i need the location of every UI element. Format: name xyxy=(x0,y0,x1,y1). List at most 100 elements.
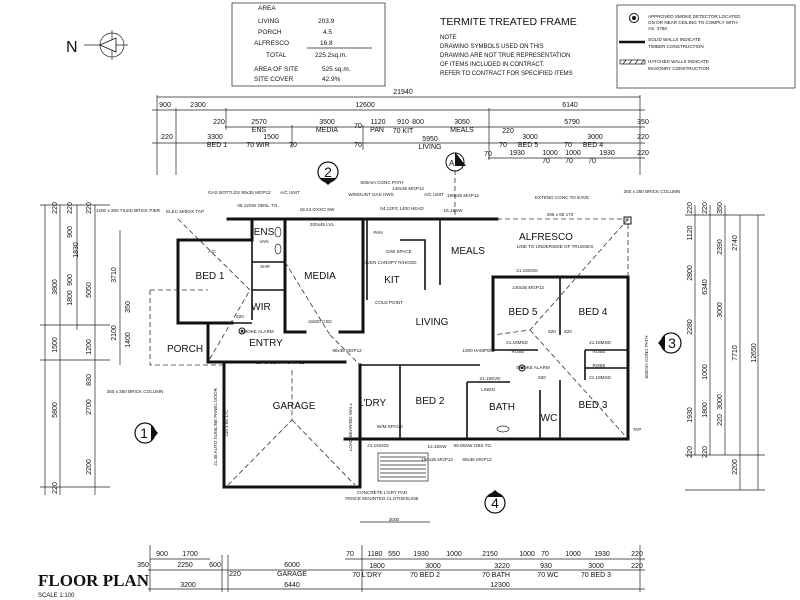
note-line: DRAWING SYMBOLS USED ON THIS xyxy=(440,44,544,50)
drawing-scale: SCALE 1:100 xyxy=(38,593,75,599)
elevation-marker-2[interactable]: 2 xyxy=(317,161,339,185)
annotation-text: 295 x 65 170 xyxy=(547,212,574,217)
dimension-label: MEALS xyxy=(450,127,474,134)
annotation-text: 16.18SW xyxy=(444,208,464,213)
brick-column xyxy=(623,216,632,225)
dimension-label: 70 L'DRY xyxy=(352,572,382,579)
dimension-label: 3000 xyxy=(425,563,441,570)
dimension-label: 900 xyxy=(67,226,74,238)
area-total-label: TOTAL xyxy=(266,52,287,59)
note-heading: NOTE xyxy=(440,35,457,41)
annotation-text: 21.18MSD xyxy=(589,375,611,380)
dimension-label: 1400 xyxy=(125,332,132,348)
dimension-label: 220 xyxy=(67,202,74,214)
dimension-label: ENS xyxy=(252,127,267,134)
dimension-label: 900 xyxy=(156,551,168,558)
dimension-label: 1000 xyxy=(565,150,581,157)
dimension-label: PAN xyxy=(370,127,384,134)
annotation-text: A/C xyxy=(208,249,216,254)
dimension-label: 1120 xyxy=(370,119,385,126)
annotation-text: W/MOUNT GAS HWS xyxy=(348,192,393,197)
dimension-label: MEDIA xyxy=(316,127,339,134)
legend-smoke-text: ON OR NEAR CEILING TO COMPLY WITH xyxy=(648,20,738,25)
annotation-text: A/C UNIT xyxy=(280,190,300,195)
dimension-label: BED 1 xyxy=(207,142,227,149)
dimension-label: 6340 xyxy=(702,279,709,295)
dimension-label: 5790 xyxy=(564,119,580,126)
room-label: BED 3 xyxy=(579,400,608,411)
dimension-label: 70 KIT xyxy=(393,128,414,135)
dimension-label: 1800 xyxy=(369,563,385,570)
section-marker-a[interactable]: A xyxy=(445,152,466,215)
area-value-living: 203.9 xyxy=(318,18,335,25)
dimension-label: GARAGE xyxy=(277,571,307,578)
dimension-label: 1000 xyxy=(542,150,558,157)
note-line: REFER TO CONTRACT FOR SPECIFIED ITEMS xyxy=(440,71,573,77)
room-label: GARAGE xyxy=(273,401,316,412)
ensuite-fixtures xyxy=(274,226,510,433)
annotation-text: 04.12FG 1400 HEAD xyxy=(380,206,424,211)
dimension-label: 3800 xyxy=(52,279,59,295)
clothesline-pad xyxy=(377,452,429,482)
elevation-marker-1[interactable]: 1 xyxy=(134,422,158,444)
dimension-label: BED 4 xyxy=(583,142,603,149)
dimension-label: 70 xyxy=(564,142,572,149)
note-line: DRAWING ARE NOT TRUE REPRESENTATION xyxy=(440,53,570,59)
drawing-title: FLOOR PLAN xyxy=(38,571,150,590)
dimension-label: 1120 xyxy=(687,225,694,240)
dimension-label: 1930 xyxy=(413,551,429,558)
annotation-text: 2x820 CSD xyxy=(308,319,332,324)
annotation-text: 820 xyxy=(564,329,572,334)
room-label: WC xyxy=(541,413,558,424)
area-label-porch: PORCH xyxy=(258,29,282,36)
room-label: BATH xyxy=(489,402,515,413)
dimension-label: 70 xyxy=(289,142,297,149)
dimension-label: 2100 xyxy=(111,325,118,341)
dimension-label: 220 xyxy=(702,446,709,458)
dimension-label: 930 xyxy=(540,563,552,570)
annotation-text: 21.18SGD xyxy=(516,268,538,273)
annotation-text: 21.18SVD xyxy=(480,376,502,381)
annotation-text: 820 xyxy=(236,314,244,319)
dimension-label: 70 BATH xyxy=(482,572,510,579)
dimension-label: 1930 xyxy=(599,150,615,157)
dimension-label: 21940 xyxy=(393,89,413,96)
annotation-text: ROBE xyxy=(511,349,524,354)
area-value-porch: 4.5 xyxy=(323,29,332,36)
legend-solid-text: TIMBER CONSTRUCTION xyxy=(648,44,704,49)
dimension-label: 70 xyxy=(588,158,596,165)
room-label: BED 5 xyxy=(509,307,538,318)
dimension-label: 70 xyxy=(346,551,354,558)
dimension-label: 12600 xyxy=(355,102,375,109)
area-label-living: LIVING xyxy=(258,18,279,25)
annotation-text: 09.06SW OBS.TG. xyxy=(454,443,493,448)
dimension-label: 1000 xyxy=(565,551,581,558)
annotation-text: ELEC M/BOX TAP xyxy=(166,209,204,214)
annotation-text: 90x35 MGP12 xyxy=(241,190,271,195)
annotation-text: SMOKE ALARM xyxy=(240,329,274,334)
elevation-marker-4[interactable]: 4 xyxy=(484,490,506,514)
marker-label: 4 xyxy=(491,495,499,511)
dimension-label: 350 xyxy=(637,119,649,126)
area-label-alfresco: ALFRESCO xyxy=(254,40,289,47)
annotation-text: FENCE MOUNTED CLOTHESLINE xyxy=(345,496,418,501)
dimension-label: BED 5 xyxy=(518,142,538,149)
dimension-lines xyxy=(40,95,765,592)
smoke-alarm-icon xyxy=(238,327,526,372)
dimension-label: 830 xyxy=(86,374,93,386)
dimension-label: 1830 xyxy=(73,242,80,258)
dimension-label: 550 xyxy=(388,551,400,558)
dimension-label: 3300 xyxy=(207,134,223,141)
site-area-value: 525 sq.m. xyxy=(322,66,351,73)
dimension-label: 12300 xyxy=(490,582,510,589)
legend-smoke-text: APPROVED SMOKE DETECTOR LOCATED xyxy=(648,14,741,19)
annotation-text: COLD POINT xyxy=(375,300,403,305)
dimension-label: 5800 xyxy=(52,402,59,418)
dimension-label: 70 xyxy=(565,158,573,165)
dimension-label: 70 WIR xyxy=(246,142,269,149)
north-label: N xyxy=(66,39,78,56)
annotation-text: 21.18MSD xyxy=(589,340,611,345)
annotation-text: 1000 HAMPER xyxy=(462,348,494,353)
elevation-marker-3[interactable]: 3 xyxy=(658,332,682,354)
